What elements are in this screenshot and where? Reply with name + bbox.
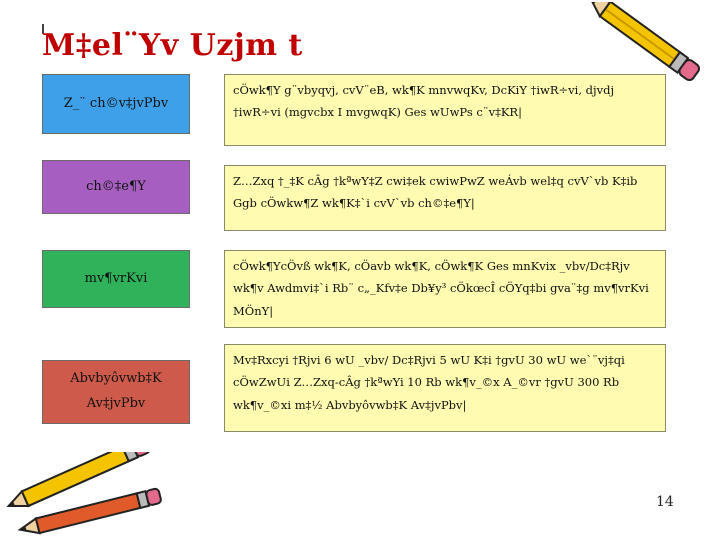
pencil-top-right-icon: [588, 2, 700, 82]
description-text-3: cÖwk¶YcÖvß wk¶K, cÖavb wk¶K, cÖwk¶K Ges …: [233, 259, 649, 318]
description-text-4: Mv‡Rxcyi †Rjvi 6 wU _vbv/ Dc‡Rjvi 5 wU K…: [233, 353, 625, 412]
description-text-2: Z…Zxq †_‡K cÂg †kªwY‡Z cwi‡ek cwiwPwZ we…: [233, 174, 638, 211]
label-text-1: Z_¨ ch©v‡jvPbv: [63, 95, 169, 111]
label-text-4: Abvbyôvwb‡K Av‡jvPbv: [70, 371, 162, 411]
label-text-3: mv¶vrKvi: [84, 270, 148, 286]
pencils-bottom-left-icon: [6, 452, 162, 535]
description-box-2: Z…Zxq †_‡K cÂg †kªwY‡Z cwi‡ek cwiwPwZ we…: [224, 165, 666, 231]
slide-title: M‡el¨Yv Uzjm t: [42, 28, 303, 63]
label-text-2: ch©‡e¶Y: [86, 178, 146, 194]
slide-number: 14: [656, 494, 674, 510]
description-box-4: Mv‡Rxcyi †Rjvi 6 wU _vbv/ Dc‡Rjvi 5 wU K…: [224, 344, 666, 432]
description-text-1: cÖwk¶Y g¨vbyqvj, cvV¨eB, wk¶K mnvwqKv, D…: [233, 83, 615, 120]
label-box-1: Z_¨ ch©v‡jvPbv: [42, 74, 190, 134]
description-box-3: cÖwk¶YcÖvß wk¶K, cÖavb wk¶K, cÖwk¶K Ges …: [224, 250, 666, 328]
label-box-3: mv¶vrKvi: [42, 250, 190, 308]
label-box-4: Abvbyôvwb‡K Av‡jvPbv: [42, 360, 190, 424]
description-box-1: cÖwk¶Y g¨vbyqvj, cvV¨eB, wk¶K mnvwqKv, D…: [224, 74, 666, 146]
title-tick-mark: [42, 24, 44, 34]
label-box-2: ch©‡e¶Y: [42, 160, 190, 214]
